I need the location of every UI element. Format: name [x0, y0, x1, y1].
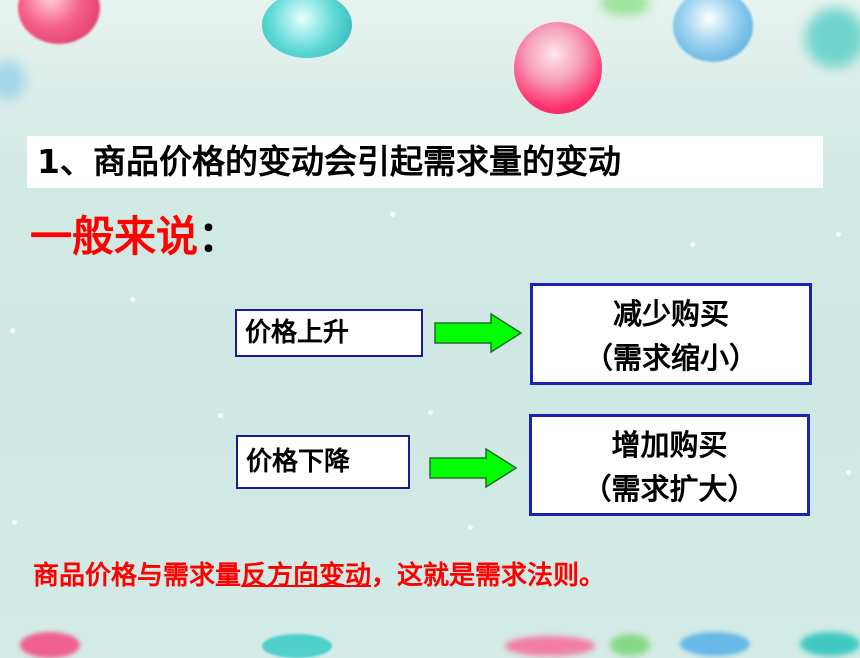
cause-box-price-down: 价格下降: [236, 435, 410, 489]
section-heading-colon: ：: [198, 212, 241, 261]
effect-box-demand-decrease: 减少购买 （需求缩小）: [530, 283, 812, 385]
candy-ball-pink: [18, 0, 100, 44]
sparkle-dot: [130, 297, 135, 302]
sparkle-dot: [468, 525, 473, 530]
sparkle-dot: [12, 520, 17, 525]
rule-suffix: ，这就是需求法则。: [371, 561, 606, 591]
candy-ball-pink-center: [514, 22, 602, 114]
right-arrow-icon: [434, 312, 523, 354]
rule-prefix: 商品价格与需求量: [33, 561, 242, 591]
slide-title-text: 1、商品价格的变动会引起需求量的变动: [37, 142, 621, 181]
candy-ball-bottom-green: [610, 634, 650, 656]
sparkle-dot: [428, 410, 433, 415]
candy-ball-bottom-teal: [262, 634, 332, 658]
candy-ball-blue-blur-left: [0, 60, 26, 100]
effect-line1: 增加购买: [611, 428, 728, 462]
cause-label: 价格下降: [246, 447, 351, 477]
effect-line2: （需求扩大）: [582, 472, 757, 506]
section-heading: 一般来说：: [30, 211, 240, 263]
sparkle-dot: [390, 212, 395, 217]
sparkle-dot: [10, 328, 15, 333]
effect-box-demand-increase: 增加购买 （需求扩大）: [529, 414, 810, 516]
cause-box-price-up: 价格上升: [235, 309, 423, 357]
sparkle-dot: [218, 413, 223, 418]
candy-ball-teal-blur-right: [805, 8, 860, 68]
effect-line2: （需求缩小）: [583, 341, 758, 375]
candy-ball-bottom-pink: [20, 632, 80, 658]
sparkle-dot: [846, 470, 851, 475]
candy-ball-bottom-teal-right: [800, 632, 860, 656]
section-heading-text: 一般来说: [30, 212, 199, 261]
cause-label: 价格上升: [245, 318, 350, 348]
candy-ball-blue-right: [673, 0, 753, 62]
slide-title: 1、商品价格的变动会引起需求量的变动: [27, 136, 823, 188]
sparkle-dot: [836, 232, 841, 237]
candy-ball-green-blur: [600, 0, 650, 16]
candy-ball-bottom-blue: [680, 632, 750, 656]
demand-law-statement: 商品价格与需求量反方向变动，这就是需求法则。: [33, 556, 605, 596]
candy-ball-bottom-pink-center: [505, 636, 595, 656]
right-arrow-icon: [429, 447, 518, 489]
effect-line1: 减少购买: [612, 297, 729, 331]
sparkle-dot: [690, 242, 695, 247]
candy-ball-teal: [262, 0, 352, 58]
rule-underlined: 反方向变动: [241, 561, 372, 591]
